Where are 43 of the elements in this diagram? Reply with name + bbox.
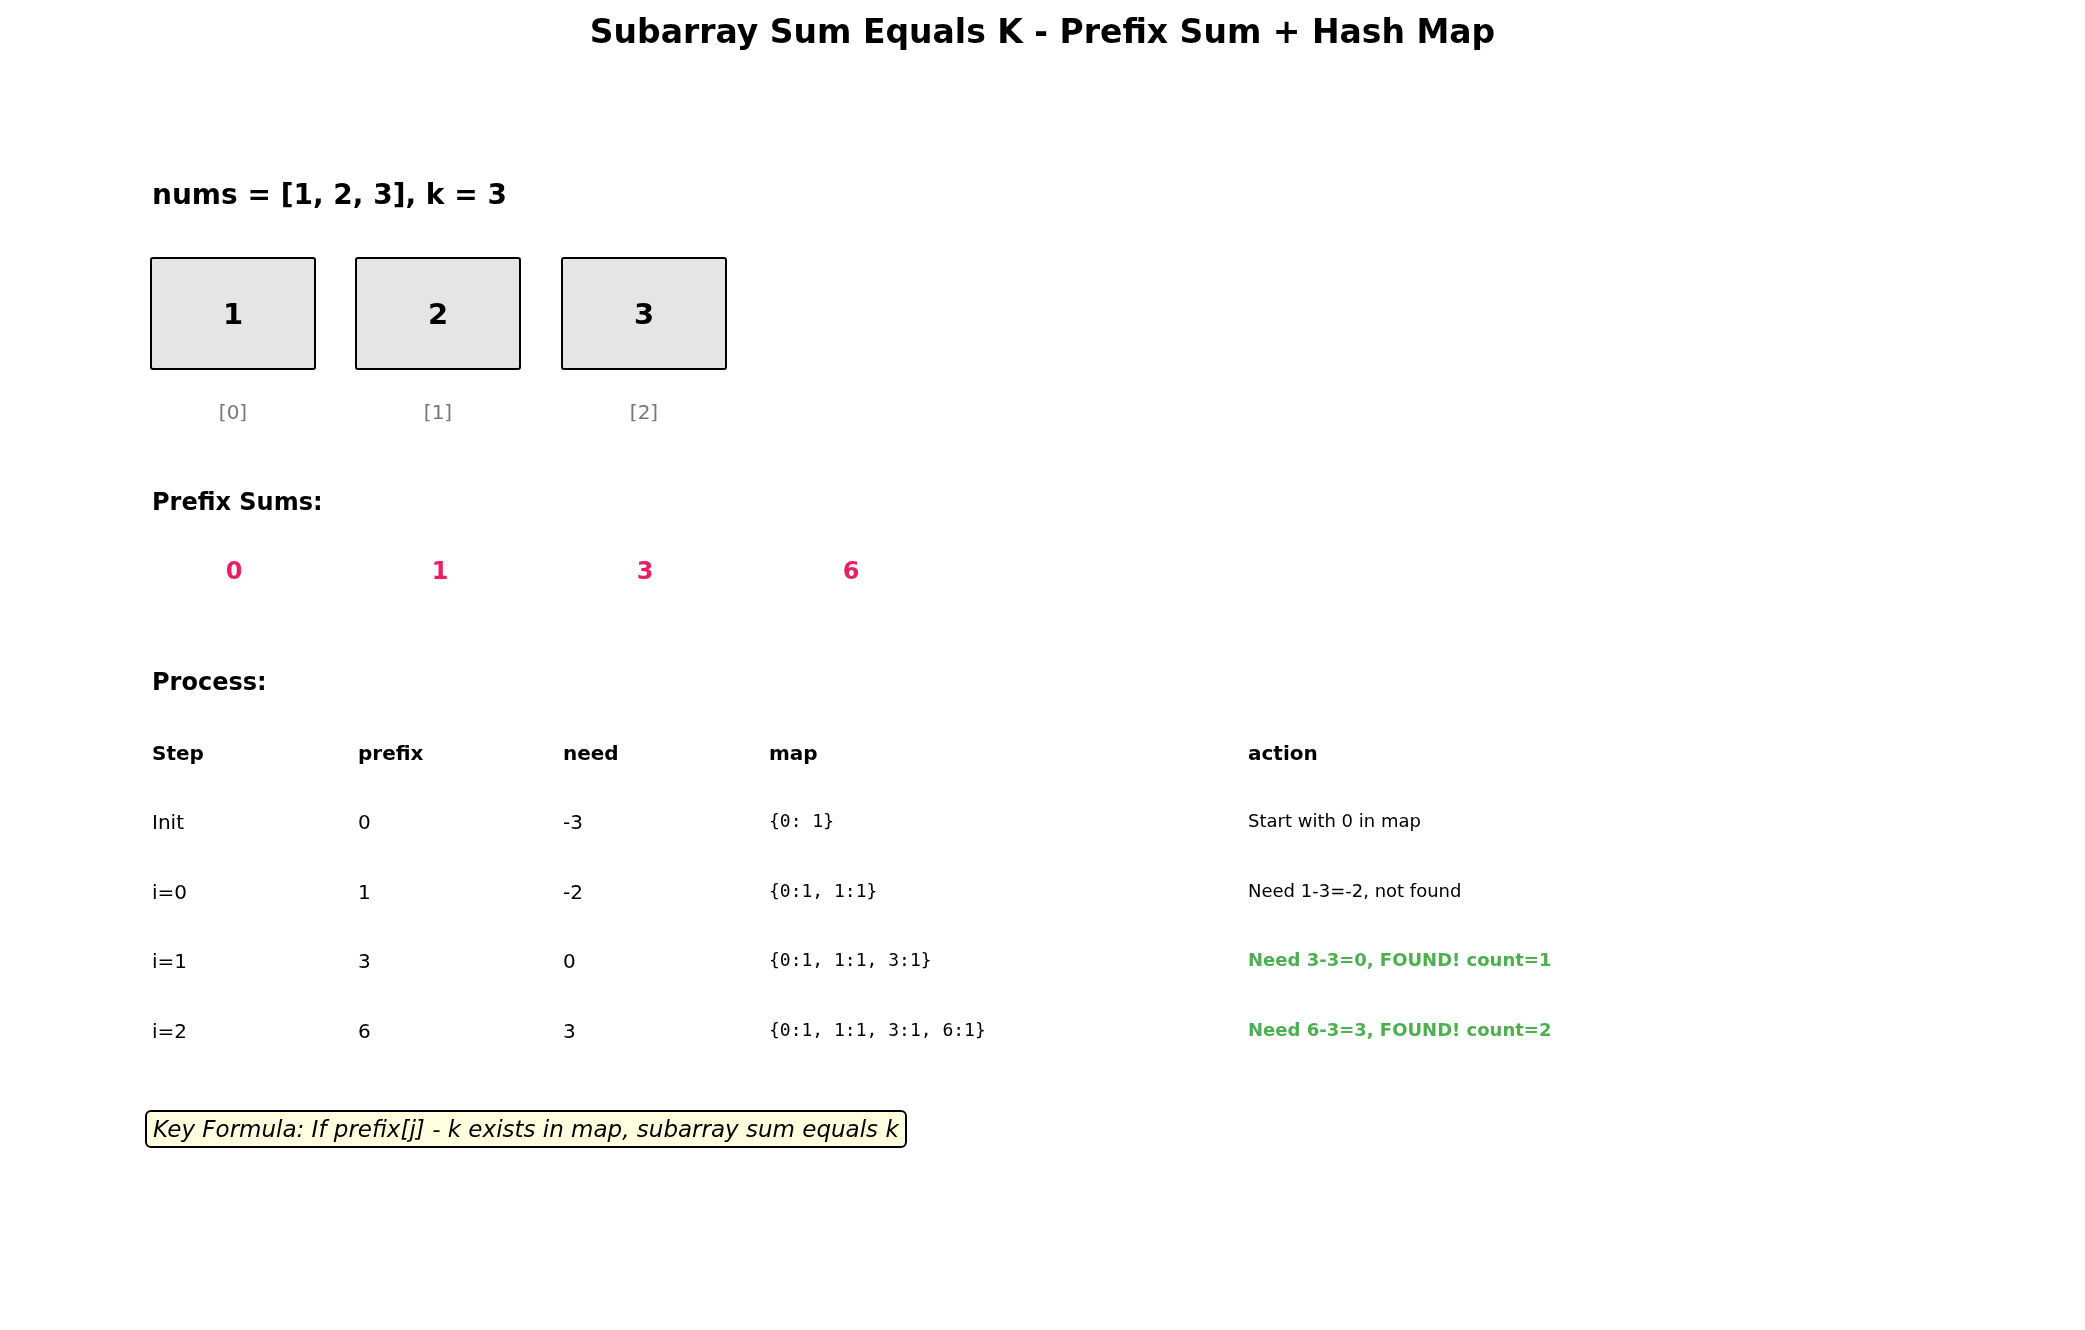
section-heading: Process:: [152, 668, 267, 696]
prefix-value: 0: [224, 557, 244, 585]
cell-value: 1: [222, 296, 244, 331]
array-cell: [561, 257, 727, 370]
formula-note: Key Formula: If prefix[j] - k exists in map, subarray sum equals k: [145, 1110, 907, 1148]
table-text: i=2: [152, 1019, 188, 1043]
column-header: need: [563, 741, 619, 765]
index-label: [2]: [628, 400, 660, 424]
cell-value: 3: [633, 296, 655, 331]
table-text: 3: [563, 1019, 576, 1043]
table-text: Init: [152, 810, 184, 834]
column-header: Step: [152, 741, 204, 765]
table-text: 3: [358, 949, 371, 973]
table-text: 0: [358, 810, 371, 834]
table-text: 6: [358, 1019, 371, 1043]
table-text: Need 3-3=0, FOUND! count=1: [1248, 949, 1552, 970]
column-header: map: [769, 741, 818, 765]
table-text: Need 1-3=-2, not found: [1248, 880, 1462, 901]
column-header: action: [1248, 741, 1318, 765]
diagram-title: Subarray Sum Equals K - Prefix Sum + Hash Map: [588, 12, 1497, 51]
table-text: Need 6-3=3, FOUND! count=2: [1248, 1019, 1552, 1040]
prefix-value: 6: [841, 557, 861, 585]
prefix-value: 1: [430, 557, 450, 585]
prefix-value: 3: [635, 557, 655, 585]
index-label: [0]: [217, 400, 249, 424]
table-text: -3: [563, 810, 583, 834]
cell-value: 2: [427, 296, 449, 331]
array-cell: [355, 257, 521, 370]
table-text: {0:1, 1:1}: [769, 880, 878, 901]
heading-text: nums = [1, 2, 3], k = 3: [152, 178, 507, 211]
table-text: {0:1, 1:1, 3:1, 6:1}: [769, 1019, 986, 1040]
table-text: 1: [358, 880, 371, 904]
table-text: -2: [563, 880, 583, 904]
section-heading: Prefix Sums:: [152, 488, 323, 516]
array-cell: [150, 257, 316, 370]
table-text: i=0: [152, 880, 188, 904]
table-text: i=1: [152, 949, 188, 973]
table-text: 0: [563, 949, 576, 973]
index-label: [1]: [422, 400, 454, 424]
column-header: prefix: [358, 741, 424, 765]
table-text: Start with 0 in map: [1248, 810, 1421, 831]
table-text: {0: 1}: [769, 810, 835, 831]
table-text: {0:1, 1:1, 3:1}: [769, 949, 932, 970]
